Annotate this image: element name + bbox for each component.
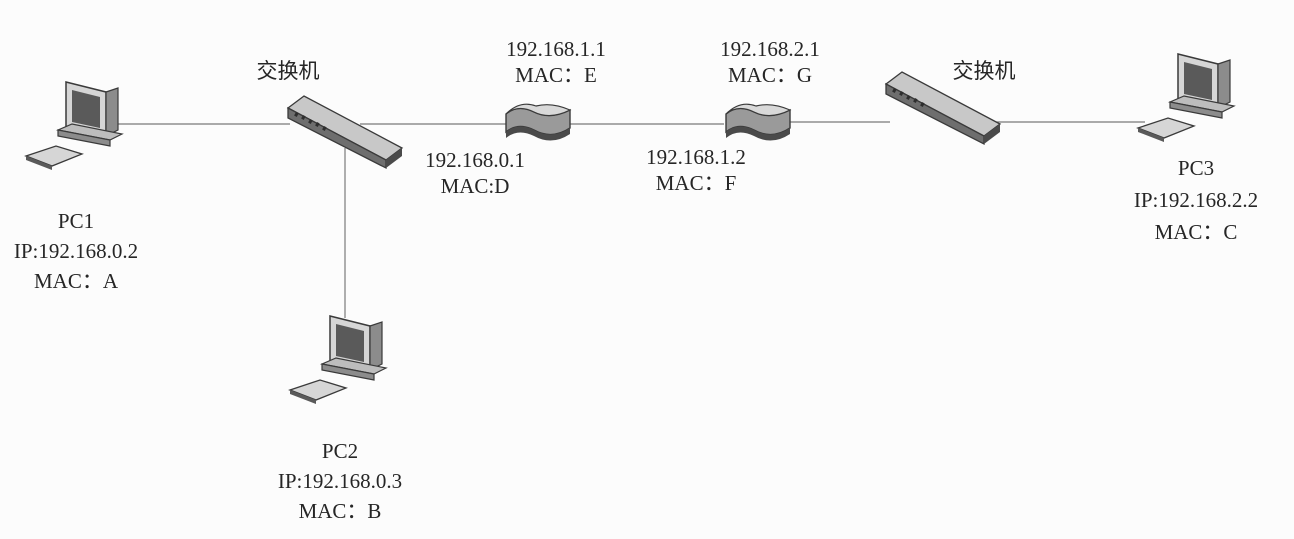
pc3-mac: MAC：C bbox=[1154, 220, 1238, 244]
pc3-ip: IP:192.168.2.2 bbox=[1133, 188, 1259, 212]
router-2-lower-ip: 192.168.1.2 bbox=[646, 145, 746, 169]
pc1-ip: IP:192.168.0.2 bbox=[13, 239, 139, 263]
pc1-mac: MAC：A bbox=[33, 269, 118, 293]
switch-right-icon bbox=[884, 71, 1002, 146]
pc2-mac: MAC：B bbox=[298, 499, 382, 523]
pc2-ip: IP:192.168.0.3 bbox=[277, 469, 403, 493]
router-2-upper-mac: MAC：G bbox=[727, 63, 812, 87]
router-1-upper-ip: 192.168.1.1 bbox=[506, 37, 606, 61]
switch-left-label: 交换机 bbox=[256, 59, 320, 83]
router-1-lower-interface-label: 192.168.0.1 MAC:D bbox=[425, 147, 525, 199]
router-1-upper-mac: MAC：E bbox=[515, 63, 597, 87]
router-2-lower-mac: MAC：F bbox=[655, 171, 737, 195]
pc2-label: PC2 IP:192.168.0.3 MAC：B bbox=[278, 436, 402, 526]
switch-right-label: 交换机 bbox=[952, 59, 1016, 83]
pc2-computer-icon bbox=[288, 315, 388, 404]
pc1-label: PC1 IP:192.168.0.2 MAC：A bbox=[0, 206, 152, 296]
switch-left-icon bbox=[286, 95, 404, 170]
router-2-icon bbox=[725, 103, 792, 141]
router-2-lower-interface-label: 192.168.1.2 MAC：F bbox=[646, 144, 746, 196]
pc3-label: PC3 IP:192.168.2.2 MAC：C bbox=[1134, 152, 1258, 248]
pc2-name: PC2 bbox=[321, 439, 359, 463]
router-1-lower-ip: 192.168.0.1 bbox=[425, 148, 525, 172]
router-1-icon bbox=[505, 103, 572, 141]
router-2-upper-ip: 192.168.2.1 bbox=[720, 37, 820, 61]
router-1-upper-interface-label: 192.168.1.1 MAC：E bbox=[506, 36, 606, 88]
pc1-computer-icon bbox=[24, 81, 124, 170]
pc3-computer-icon bbox=[1136, 53, 1236, 142]
router-1-lower-mac: MAC:D bbox=[440, 174, 510, 198]
pc3-name: PC3 bbox=[1177, 156, 1215, 180]
router-2-upper-interface-label: 192.168.2.1 MAC：G bbox=[720, 36, 820, 88]
pc1-name: PC1 bbox=[57, 209, 95, 233]
